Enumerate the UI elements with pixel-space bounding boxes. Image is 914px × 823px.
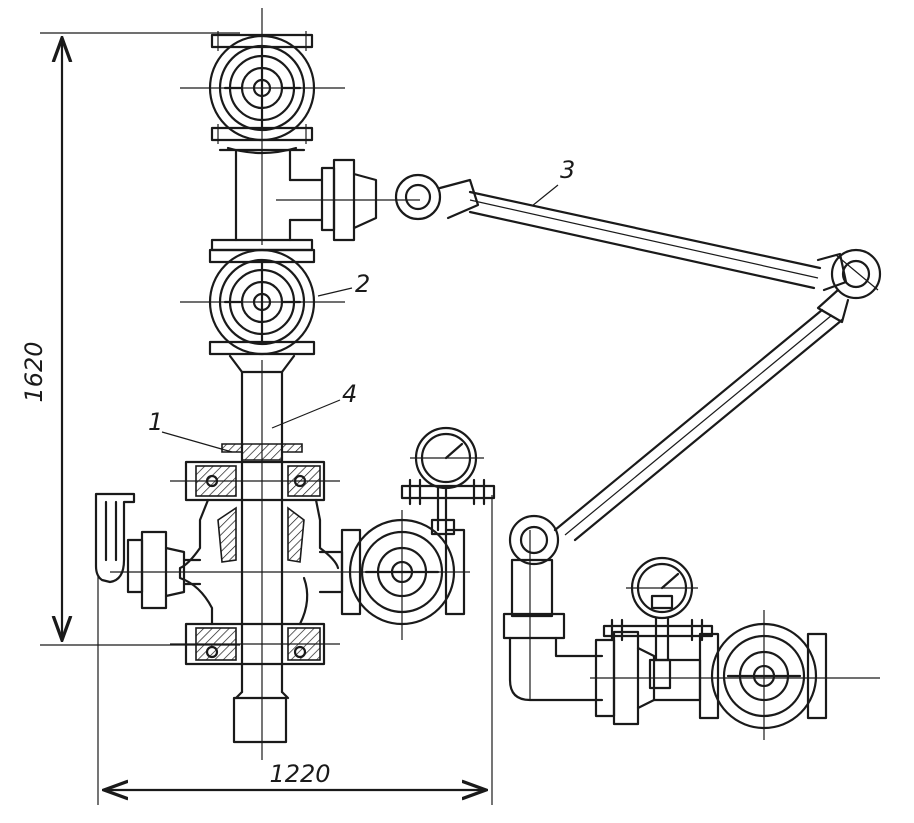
- tubing-spool: 4 1: [148, 354, 357, 760]
- callout-2: 2: [355, 270, 370, 298]
- flow-cross: [210, 146, 420, 252]
- callout-3: 3: [560, 156, 575, 184]
- callout-4: 4: [342, 380, 357, 408]
- casing-valve: [318, 510, 466, 640]
- height-dimension-label: 1620: [20, 341, 48, 402]
- left-outlet: [94, 492, 202, 610]
- dimension-height: 1620: [20, 32, 240, 646]
- upper-gate-valve: [180, 8, 345, 150]
- tubing-head: [110, 443, 470, 666]
- master-gate-valve: 2: [180, 248, 370, 356]
- dimension-width: 1220: [97, 495, 493, 805]
- manifold-assembly: [502, 530, 880, 740]
- flow-line: 3: [394, 156, 882, 566]
- pressure-gauge-upper: [400, 426, 496, 536]
- callout-1: 1: [148, 408, 163, 436]
- pressure-gauge-lower: [626, 556, 698, 662]
- width-dimension-label: 1220: [269, 760, 330, 788]
